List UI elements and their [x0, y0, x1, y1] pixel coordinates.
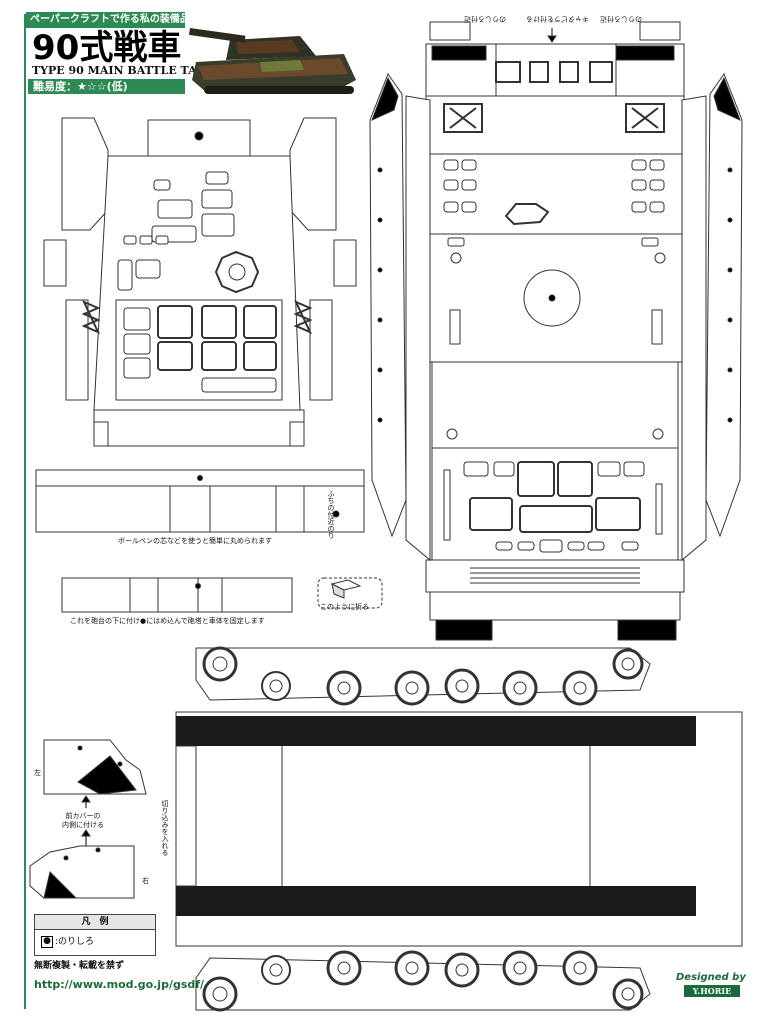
glue-symbol: ●: [41, 935, 53, 948]
roll-tip-caption: ボールペンの芯などを使うと簡単に丸められます: [118, 537, 272, 545]
label-top-left: のりしろ付近: [464, 15, 506, 23]
glue-tag-caption: ふちの付近のり: [327, 490, 335, 539]
fold-tip-caption: このように折る: [320, 603, 369, 611]
track-upper-sidepanel: [195, 646, 651, 706]
source-url: http://www.mod.go.jp/gsdf/: [34, 978, 205, 991]
tank-illustration: [189, 28, 356, 94]
page-subtitle: TYPE 90 MAIN BATTLE TANK: [32, 64, 217, 77]
legend-row: ●:のりしろ: [35, 930, 155, 952]
hull-template: [425, 21, 685, 641]
front-cover-tip: 前カバーの 内側に付ける: [62, 812, 104, 829]
legend-box: 凡 例 ●:のりしろ: [34, 914, 156, 956]
label-top-center: キャタピラを付ける: [526, 15, 589, 23]
glue-label: :のりしろ: [55, 937, 95, 947]
left-label: 左: [34, 769, 41, 777]
designer-badge: Y.HORIE: [684, 985, 740, 997]
fix-strip: [61, 577, 383, 613]
left-green-rule: [24, 14, 26, 1009]
roll-strip: [35, 469, 365, 533]
track-belt: [175, 711, 743, 947]
legend-title: 凡 例: [35, 915, 155, 930]
copyright-notice: 無断複製・転載を禁ず: [34, 961, 125, 971]
front-cover-parts: [29, 739, 147, 899]
fix-tip-caption: これを砲台の下に付け●にはめ込んで砲塔と車体を固定します: [70, 617, 265, 625]
hull-side-skirts: [369, 72, 743, 562]
difficulty-badge: 難易度：★☆☆(低): [28, 79, 185, 94]
series-label: ペーパークラフトで作る私の装備品: [26, 12, 190, 28]
label-top-right: のりしろ付近: [600, 15, 642, 23]
cut-tip-caption: 切り込みを入れる: [161, 800, 169, 856]
track-lower-sidepanel: [195, 950, 651, 1012]
right-label: 右: [142, 877, 149, 885]
page-title: 90式戦車: [32, 28, 182, 68]
turret-template: [43, 117, 357, 447]
designed-by-label: Designed by: [676, 972, 746, 983]
